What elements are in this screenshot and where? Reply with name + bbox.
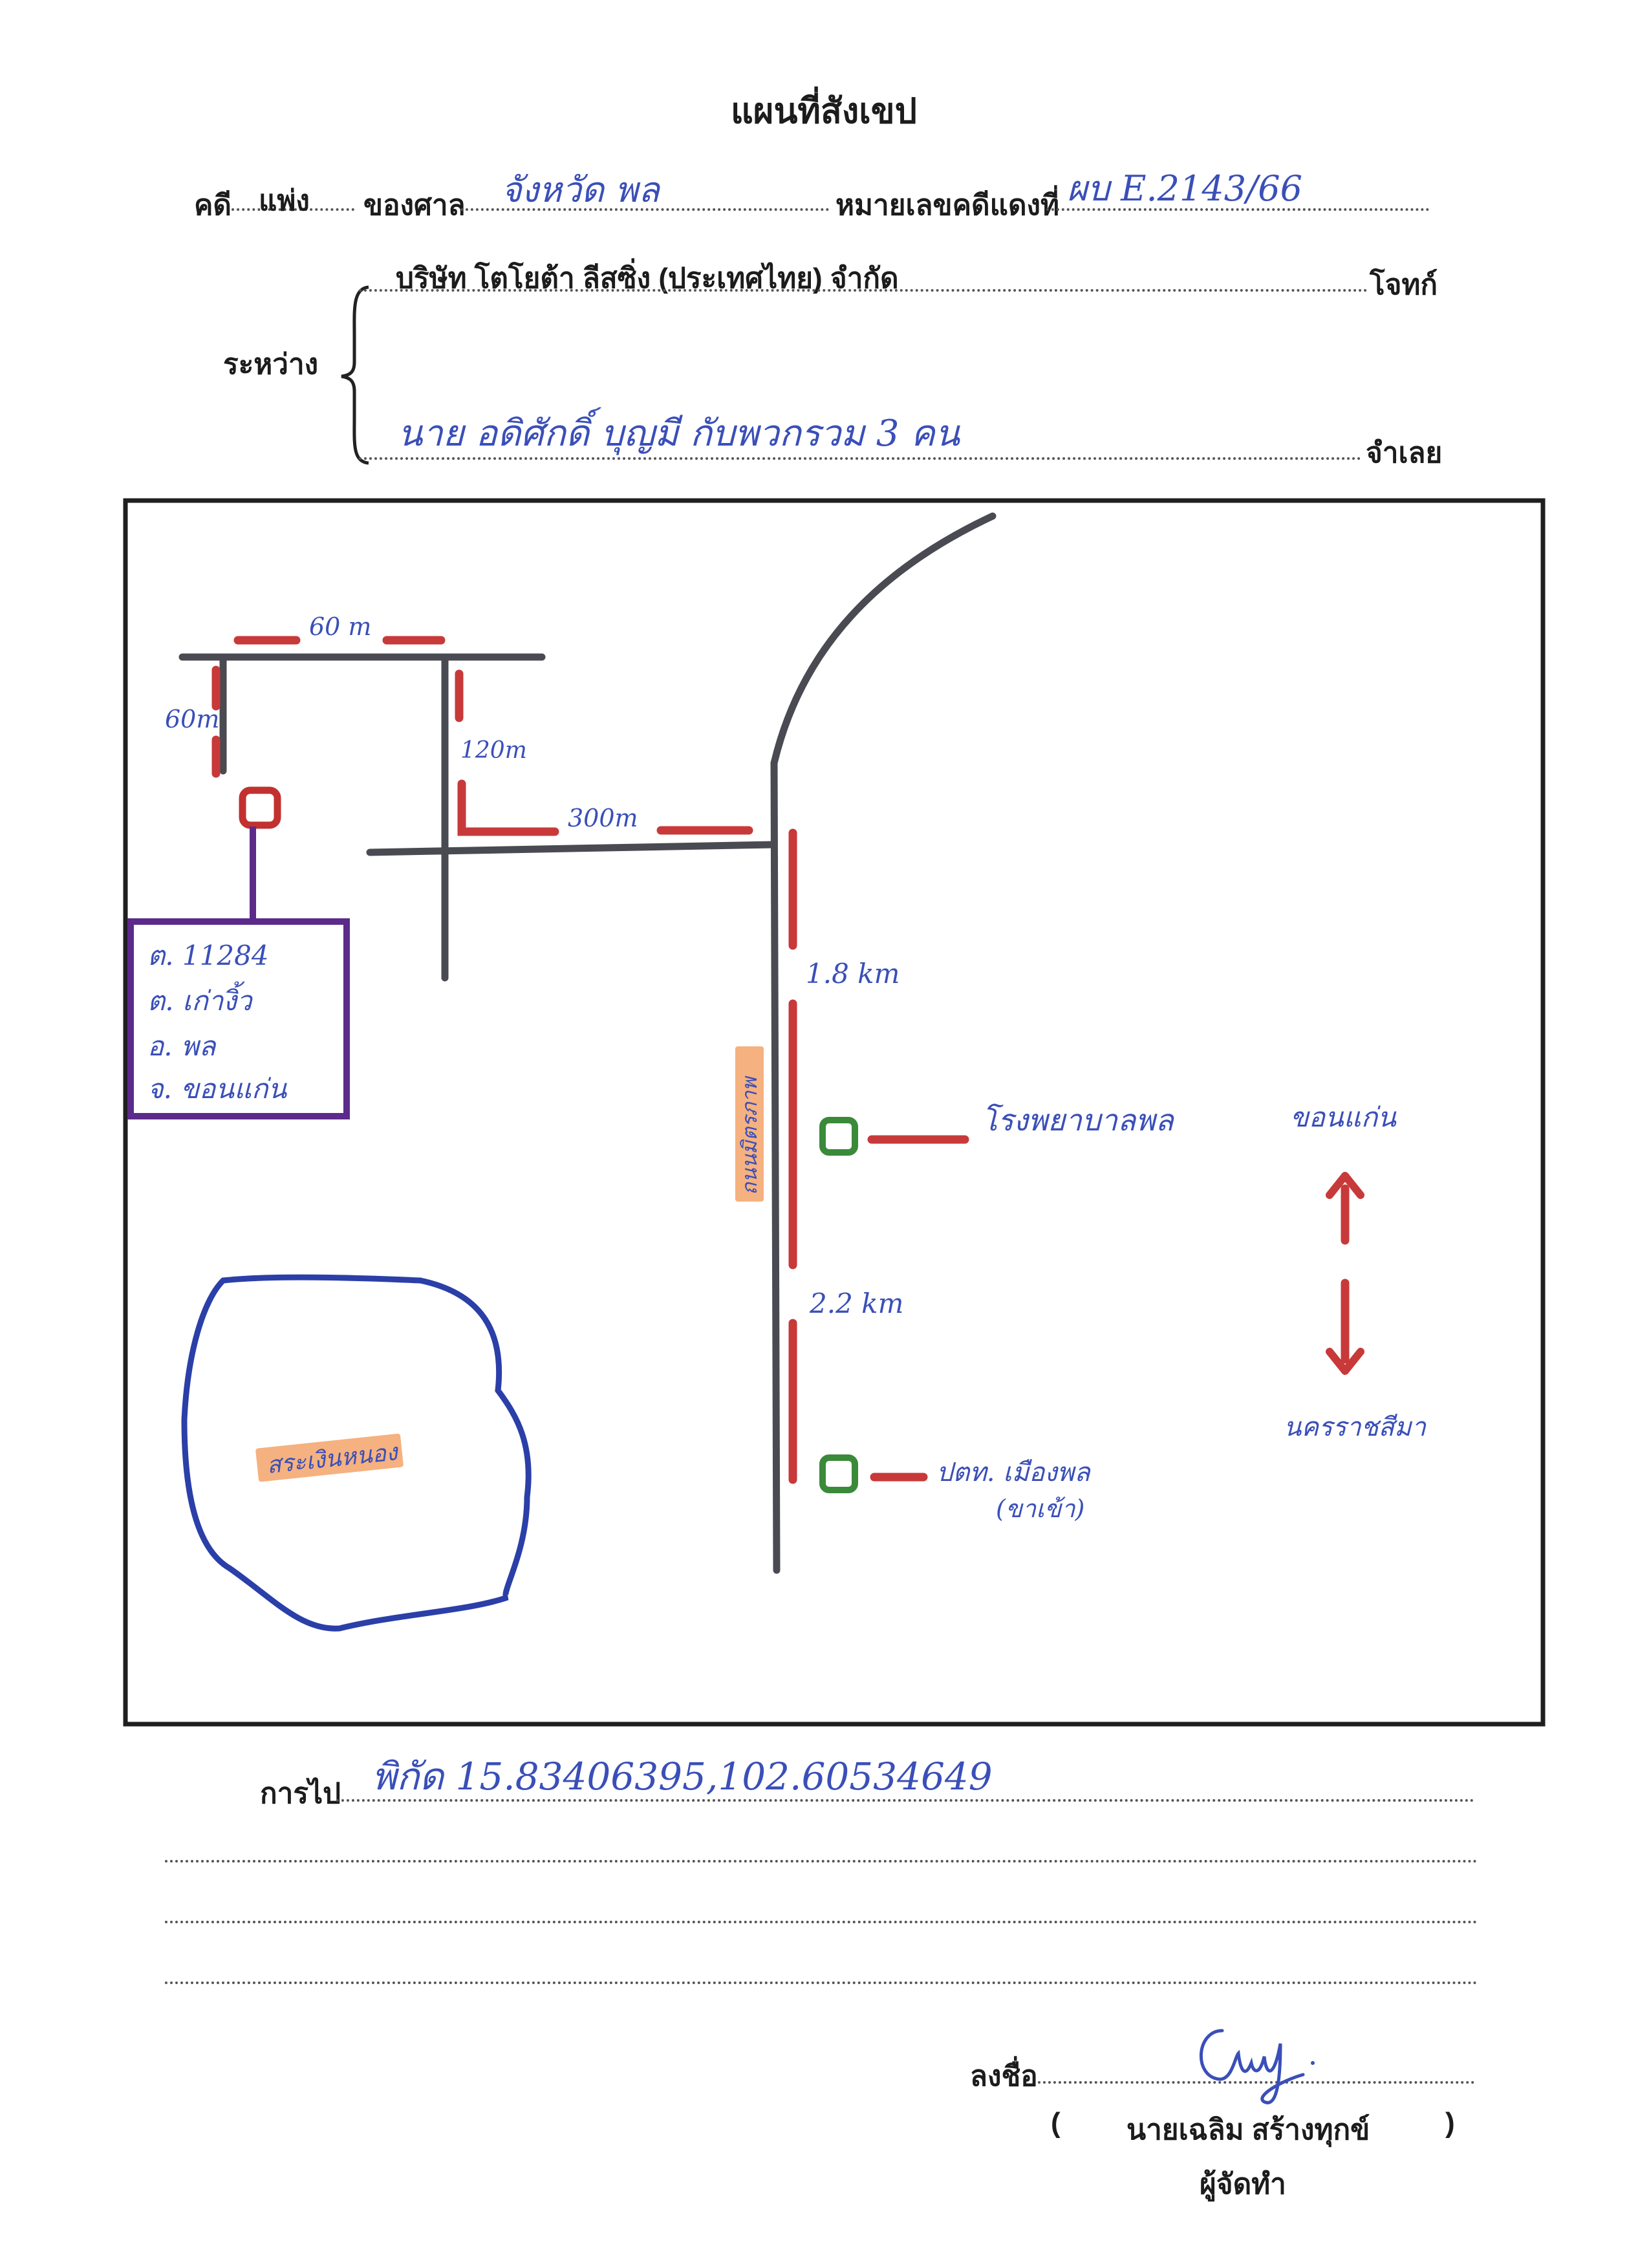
cross-road [366, 841, 778, 856]
case-no-line [1046, 208, 1429, 211]
case-label: คดี [194, 189, 232, 221]
court-name: จังหวัด พล [501, 169, 660, 210]
brace-icon [341, 285, 369, 465]
page-title: แผนที่สังเขป [731, 92, 917, 131]
dist-road-label: 300m [568, 804, 638, 832]
dist-1-label: 1.8 km [806, 958, 900, 989]
signature-image [1199, 2029, 1315, 2104]
dist-2-label: 2.2 km [809, 1288, 903, 1319]
between-label: ระหว่าง [223, 349, 319, 380]
court-line [460, 208, 829, 211]
sign-label: ลงชื่อ [970, 2060, 1038, 2092]
directions-label: การไป [260, 1778, 341, 1809]
north-arrow-icon [1326, 1172, 1364, 1199]
police-sublabel: (ขาเข้า) [996, 1495, 1084, 1523]
sign-line [1038, 2081, 1474, 2084]
directions-line-2 [165, 1860, 1478, 1863]
main-road [770, 759, 781, 1574]
address-line-2: ต. เก่างิ้ว [147, 981, 253, 1017]
defendant-name: นาย อดิศักดิ์ บุญมี กับพวกรวม 3 คน [398, 413, 960, 455]
address-box [127, 918, 350, 1119]
close-paren: ) [1445, 2107, 1455, 2139]
case-type-line [232, 208, 354, 211]
defendant-line [359, 457, 1361, 460]
case-no: ผบ E.2143/66 [1067, 168, 1302, 209]
case-type: แพ่ง [259, 185, 310, 217]
address-line-1: ต. 11284 [147, 940, 269, 971]
road-label-bg [735, 1046, 764, 1202]
directions-line-3 [165, 1921, 1478, 1923]
directions-value: พิกัด 15.83406395,102.60534649 [372, 1755, 993, 1798]
signer-role: ผู้จัดทำ [1200, 2168, 1286, 2200]
lake-label-bg [255, 1433, 404, 1482]
open-paren: ( [1051, 2107, 1061, 2139]
north-label: ขอนแก่น [1290, 1101, 1397, 1133]
signer-name: นายเฉลิม สร้างทุกข์ [1126, 2114, 1370, 2146]
curved-road [770, 512, 997, 767]
dist-mid-label: 120m [460, 737, 527, 764]
dist-top-label: 60 m [309, 612, 371, 641]
south-label: นครราชสีมา [1284, 1412, 1427, 1442]
case-no-label: หมายเลขคดีแดงที่ [835, 189, 1060, 221]
map-border [123, 498, 1546, 1727]
plaintiff-role: โจทก์ [1370, 269, 1438, 301]
police-label: ปตท. เมืองพล [936, 1458, 1092, 1487]
dist-mark-corner [457, 779, 559, 836]
lake-outline [181, 1274, 532, 1632]
road-label: ถนนมิตรภาพ [737, 1075, 762, 1195]
directions-line-1 [336, 1799, 1474, 1802]
dist-left-label: 60m [165, 705, 219, 733]
hospital-label: โรงพยาบาลพล [982, 1103, 1175, 1138]
police-marker-icon [819, 1454, 858, 1493]
address-line-3: อ. พล [147, 1030, 217, 1062]
location-marker-icon [239, 786, 281, 829]
south-arrow-icon [1326, 1348, 1364, 1375]
plaintiff-line [359, 289, 1368, 292]
map-frame: 60 m 60m 120m 300m 1.8 km 2.2 km โรงพยาบ… [123, 498, 1546, 1727]
plaintiff-name: บริษัท โตโยต้า ลีสซิ่ง (ประเทศไทย) จำกัด [396, 263, 899, 294]
defendant-role: จำเลย [1366, 437, 1443, 469]
address-line-4: จ. ขอนแก่น [147, 1073, 287, 1105]
court-label: ของศาล [363, 189, 466, 221]
directions-line-4 [165, 1982, 1478, 1984]
hospital-marker-icon [819, 1117, 858, 1156]
